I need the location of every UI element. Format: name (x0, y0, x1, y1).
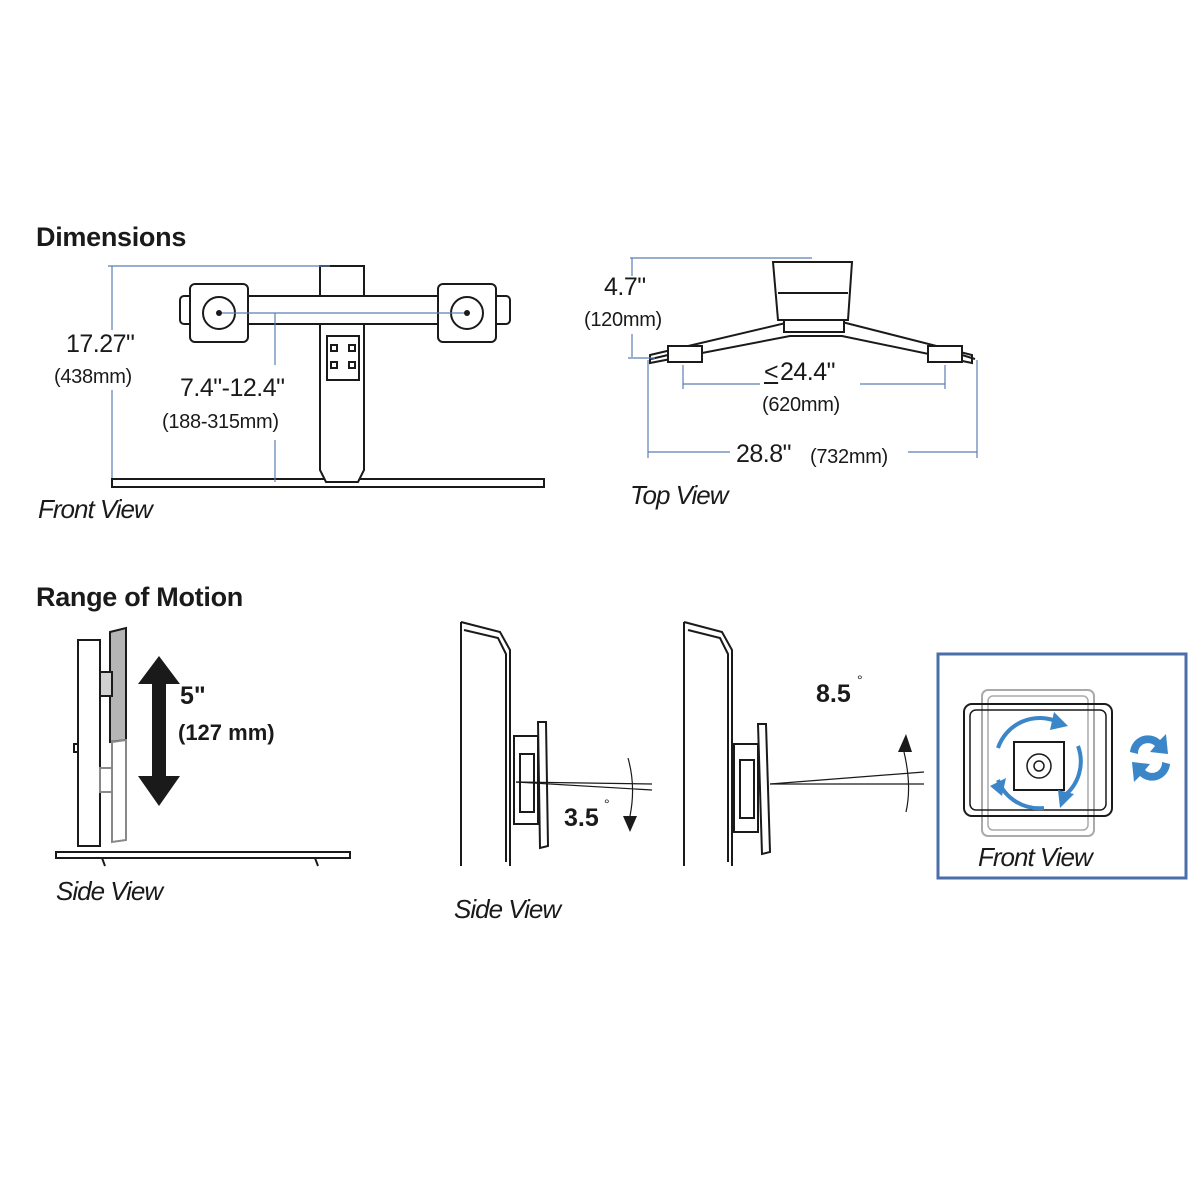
top-span-inches: 24.4" (780, 358, 836, 386)
front-view-label-rotation: Front View (978, 842, 1093, 872)
tilt-up-side-view-drawing (683, 621, 772, 866)
top-span-symbol: < (764, 358, 779, 386)
tilt-up-degree: ° (857, 672, 863, 688)
arrow-up-down-icon (138, 656, 180, 806)
height-side-view-drawing (55, 626, 351, 867)
top-depth-mm: (120mm) (584, 309, 662, 331)
tilt-down-lines (515, 757, 653, 817)
top-view-dimension-lines (628, 257, 978, 458)
top-depth-inches: 4.7" (604, 273, 646, 301)
top-view-drawing (649, 261, 976, 365)
tilt-down-value: 3.5 (564, 804, 599, 832)
top-width-inches: 28.8" (736, 440, 792, 468)
section-title-range-of-motion: Range of Motion (36, 582, 243, 612)
top-span-mm: (620mm) (762, 394, 840, 416)
front-spacing-mm: (188-315mm) (162, 411, 279, 433)
front-view-drawing (111, 265, 545, 488)
lift-mm: (127 mm) (178, 720, 275, 745)
top-width-mm: (732mm) (810, 446, 888, 468)
tilt-up-lines (769, 751, 925, 813)
tilt-arrow-icon (898, 734, 912, 752)
tilt-down-side-view-drawing (460, 621, 550, 866)
tilt-arrow-icon (623, 816, 637, 832)
lift-inches: 5" (180, 682, 206, 710)
side-view-label-height: Side View (56, 876, 163, 906)
tilt-down-degree: ° (604, 796, 610, 812)
front-height-mm: (438mm) (54, 366, 132, 388)
side-view-label-tilt: Side View (454, 894, 561, 924)
tilt-up-value: 8.5 (816, 680, 851, 708)
rotate-icon (1130, 734, 1170, 782)
front-view-dimension-lines (108, 265, 467, 482)
rotation-arrowheads (990, 712, 1074, 808)
section-title-dimensions: Dimensions (36, 222, 187, 252)
front-spacing-inches: 7.4"-12.4" (180, 374, 285, 402)
front-view-label: Front View (38, 494, 153, 524)
front-height-inches: 17.27" (66, 330, 135, 358)
top-view-label: Top View (630, 480, 729, 510)
front-view-centerpoints (216, 310, 470, 316)
